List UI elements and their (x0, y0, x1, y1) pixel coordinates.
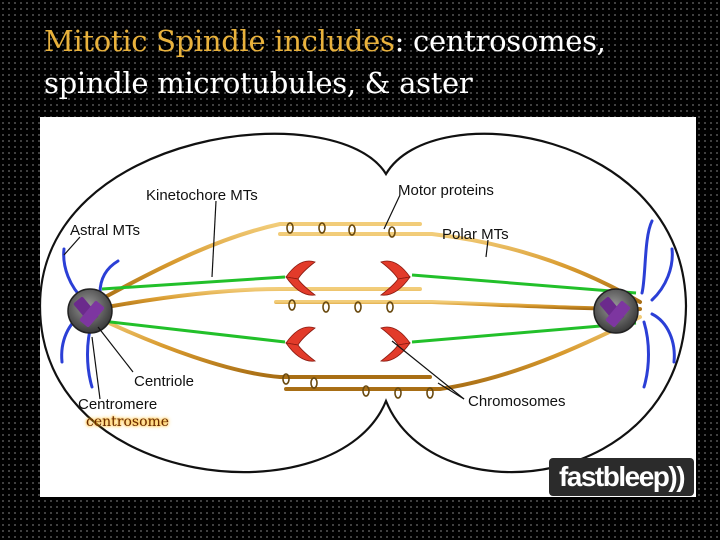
mitotic-spindle-diagram: Kinetochore MTs Motor proteins Astral MT… (40, 117, 696, 497)
centrosome-left (68, 289, 112, 333)
slide-title-highlight: Mitotic Spindle includes (44, 24, 395, 58)
label-polar-mts: Polar MTs (442, 226, 509, 243)
label-chromosomes: Chromosomes (468, 393, 566, 410)
slide-title: Mitotic Spindle includes: centrosomes, s… (44, 20, 704, 104)
label-centromere: Centromere (78, 396, 157, 413)
fastbleep-logo: fastbleep)) (549, 458, 694, 496)
spindle-svg: Kinetochore MTs Motor proteins Astral MT… (40, 117, 696, 497)
label-motor-proteins: Motor proteins (398, 182, 494, 199)
label-centriole: Centriole (134, 373, 194, 390)
centrosome-right (594, 289, 638, 333)
label-astral-mts: Astral MTs (70, 222, 140, 239)
centrosome-caption: centrosome (86, 414, 169, 430)
label-kinetochore-mts: Kinetochore MTs (146, 187, 258, 204)
